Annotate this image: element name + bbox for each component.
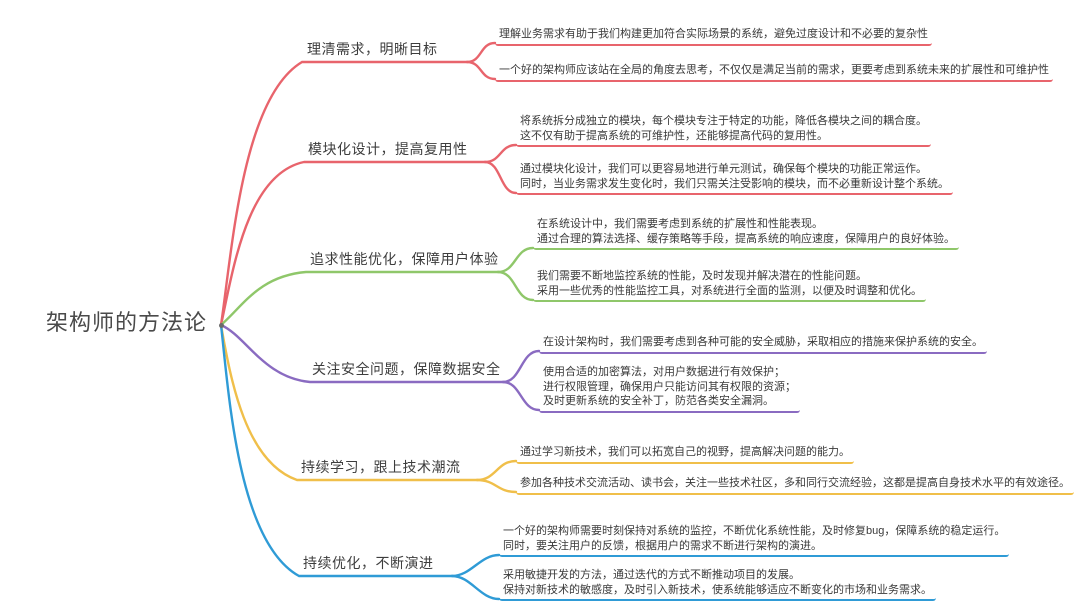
branch-2-child-1-link	[483, 143, 518, 164]
branch-5-child-2-link	[475, 478, 518, 494]
branch-3-child-2-link	[496, 270, 535, 302]
leaf-node-4-1[interactable]: 在设计架构时，我们需要考虑到各种可能的安全威胁，采取相应的措施来保护系统的安全。	[539, 335, 987, 354]
root-node[interactable]: 架构师的方法论	[46, 310, 208, 335]
leaf-node-6-1[interactable]: 一个好的架构师需要时刻保持对系统的监控，不断优化系统性能，及时修复bug，保障系…	[499, 524, 1010, 557]
leaf-node-5-1[interactable]: 通过学习新技术，我们可以拓宽自己的视野，提高解决问题的能力。	[516, 445, 854, 464]
branch-6-child-1-link	[450, 553, 501, 578]
topic-node-3[interactable]: 追求性能优化，保障用户体验	[310, 251, 499, 267]
topic-node-5[interactable]: 持续学习，跟上技术潮流	[301, 459, 461, 475]
topic-node-2[interactable]: 模块化设计，提高复用性	[308, 141, 468, 157]
branch-6-child-2-link	[450, 574, 501, 601]
leaf-node-6-2[interactable]: 采用敏捷开发的方法，通过迭代的方式不断推动项目的发展。 保持对新技术的敏感度，及…	[499, 568, 936, 601]
branch-6-link	[219, 323, 454, 578]
branch-5-child-1-link	[475, 459, 518, 482]
branch-1-link	[219, 60, 469, 327]
leaf-node-5-2[interactable]: 参加各种技术交流活动、读书会，关注一些技术社区，多和同行交流经验，这都是提高自身…	[516, 476, 1074, 495]
leaf-node-1-1[interactable]: 理解业务需求有助于我们构建更加符合实际场景的系统，避免过度设计和不必要的复杂性	[495, 27, 932, 46]
branch-3-child-1-link	[496, 246, 535, 274]
leaf-node-1-2[interactable]: 一个好的架构师应该站在全局的角度去思考，不仅仅是满足当前的需求，更要考虑到系统未…	[495, 63, 1053, 82]
branch-4-child-1-link	[501, 349, 541, 384]
branch-4-link	[219, 323, 505, 384]
topic-node-1[interactable]: 理清需求，明晰目标	[307, 41, 438, 57]
leaf-node-3-1[interactable]: 在系统设计中，我们需要考虑到系统的扩展性和性能表现。 通过合理的算法选择、缓存策…	[533, 217, 959, 250]
topic-node-4[interactable]: 关注安全问题，保障数据安全	[312, 361, 501, 377]
branch-3-link	[219, 270, 500, 327]
root-connector-dot	[219, 323, 224, 328]
topic-node-6[interactable]: 持续优化，不断演进	[303, 555, 434, 571]
branch-1-child-1-link	[465, 41, 497, 64]
leaf-node-4-2[interactable]: 使用合适的加密算法，对用户数据进行有效保护； 进行权限管理，确保用户只能访问其有…	[539, 365, 800, 413]
branch-2-link	[219, 160, 487, 327]
branch-2-child-2-link	[483, 160, 518, 195]
branch-4-child-2-link	[501, 380, 541, 412]
branch-5-link	[219, 323, 479, 482]
branch-1-child-2-link	[465, 60, 497, 81]
leaf-node-3-2[interactable]: 我们需要不断地监控系统的性能，及时发现并解决潜在的性能问题。 采用一些优秀的性能…	[533, 269, 926, 302]
leaf-node-2-2[interactable]: 通过模块化设计，我们可以更容易地进行单元测试，确保每个模块的功能正常运作。 同时…	[516, 162, 953, 195]
leaf-node-2-1[interactable]: 将系统拆分成独立的模块，每个模块专注于特定的功能，降低各模块之间的耦合度。 这不…	[516, 114, 931, 147]
